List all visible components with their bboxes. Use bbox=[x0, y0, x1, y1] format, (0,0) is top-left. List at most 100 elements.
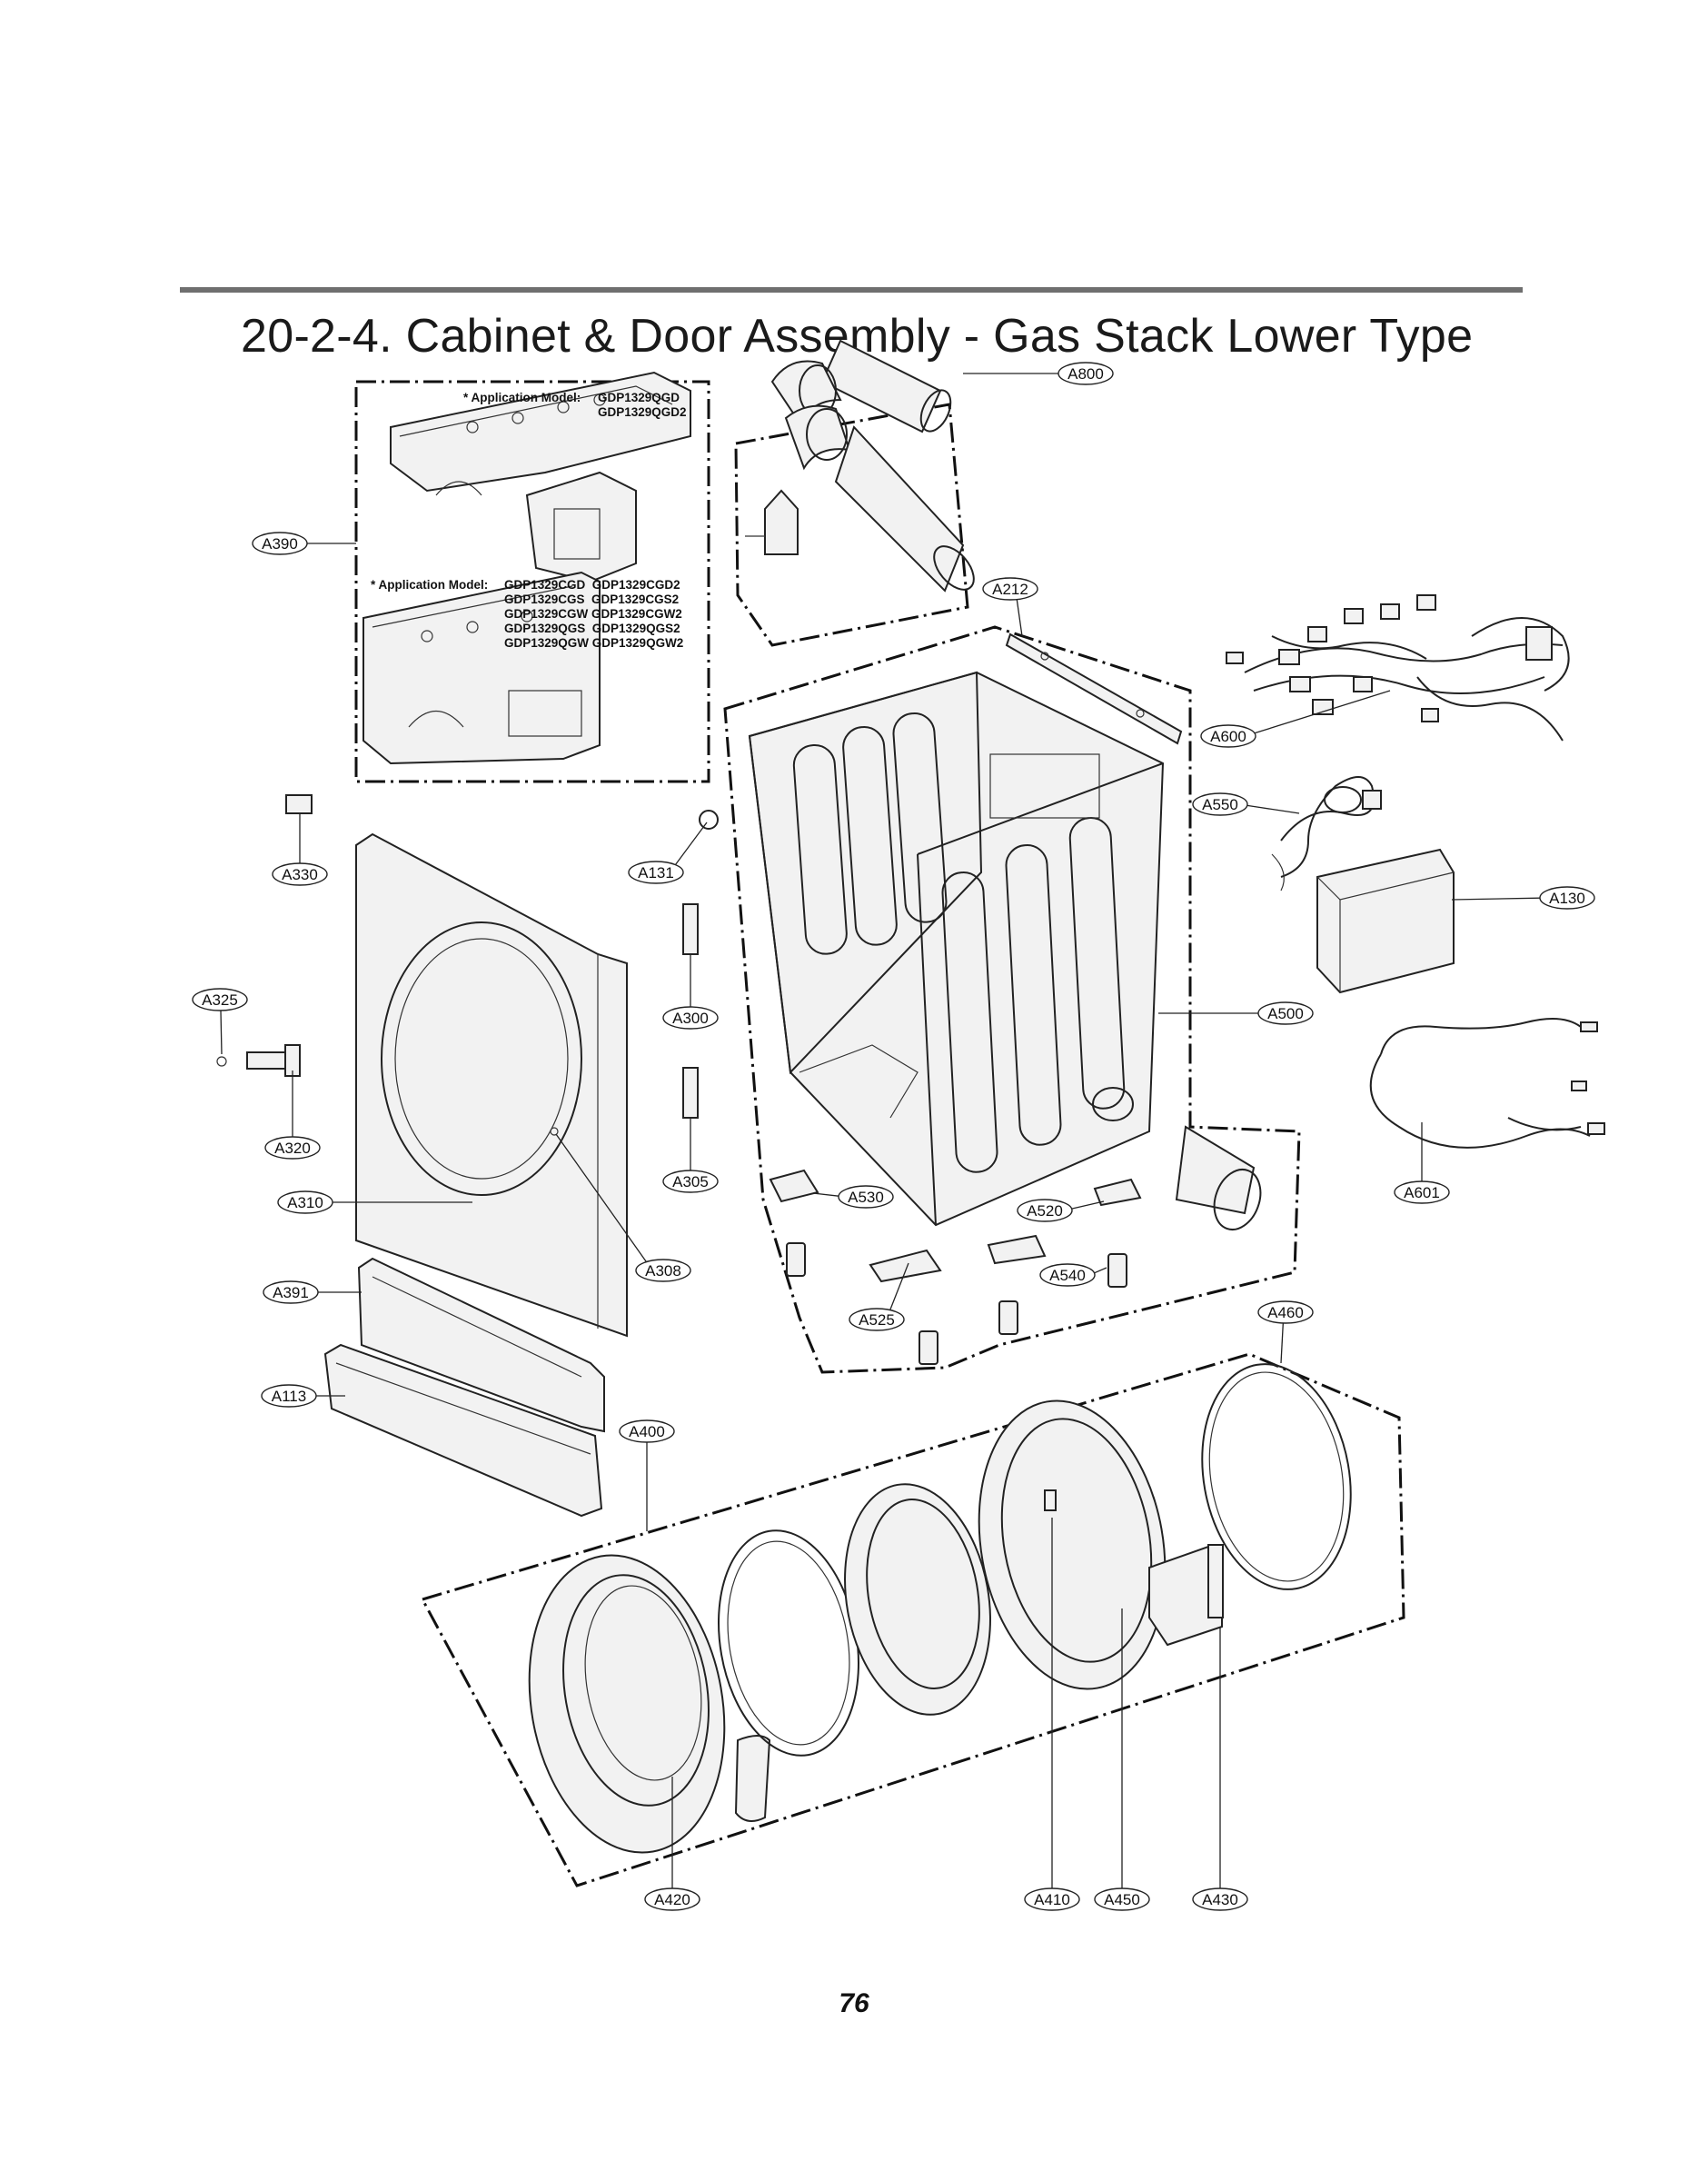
callout-bubble bbox=[261, 1384, 317, 1408]
callout-bubble bbox=[252, 532, 308, 555]
callout-leader-line bbox=[1246, 804, 1300, 814]
callout-label: A113 bbox=[272, 1388, 306, 1405]
callout-leader-line bbox=[1094, 1267, 1107, 1274]
callout-label: A325 bbox=[202, 991, 238, 1009]
callout-leader-line bbox=[889, 1262, 909, 1310]
callout-a500: A500 bbox=[1158, 1001, 1314, 1025]
callout-a131: A131 bbox=[628, 822, 708, 884]
callout-bubble bbox=[644, 1887, 700, 1911]
callout-label: A525 bbox=[859, 1311, 895, 1329]
rear-cover-box bbox=[1316, 848, 1455, 994]
callout-bubble bbox=[1257, 1300, 1314, 1324]
callout-a550: A550 bbox=[1192, 792, 1300, 816]
callout-label: A550 bbox=[1202, 796, 1238, 813]
door-inner-frame bbox=[844, 1483, 991, 1716]
model-note-2-row: GDP1329CGS GDP1329CGS2 bbox=[504, 593, 679, 606]
callout-leader-line bbox=[674, 822, 708, 865]
callout-bubble bbox=[1039, 1263, 1096, 1287]
door-hinge-lower bbox=[682, 1067, 699, 1119]
callout-label: A530 bbox=[848, 1189, 884, 1206]
door-outer-ring bbox=[528, 1554, 726, 1854]
model-note-1-label: * Application Model: bbox=[463, 391, 581, 404]
power-cord bbox=[1271, 776, 1382, 891]
callout-a330: A330 bbox=[272, 813, 328, 886]
callout-a130: A130 bbox=[1451, 886, 1595, 910]
callout-bubble bbox=[838, 1185, 894, 1209]
callout-bubble bbox=[1394, 1180, 1450, 1204]
callout-leader-line bbox=[1451, 897, 1541, 901]
door-latch-switch bbox=[285, 794, 313, 814]
callout-bubble bbox=[635, 1259, 691, 1282]
callout-bubble bbox=[1539, 886, 1595, 910]
callout-leader-line bbox=[555, 1133, 647, 1262]
front-panel bbox=[355, 832, 628, 1338]
callout-label: A308 bbox=[645, 1262, 681, 1280]
callout-label: A410 bbox=[1034, 1891, 1070, 1908]
callout-label: A500 bbox=[1267, 1005, 1304, 1022]
callout-label: A212 bbox=[992, 581, 1028, 598]
callout-bubble bbox=[277, 1190, 333, 1214]
callout-a600: A600 bbox=[1200, 690, 1391, 748]
callout-a400: A400 bbox=[619, 1419, 675, 1531]
callout-label: A305 bbox=[672, 1173, 709, 1190]
door-bearing bbox=[699, 810, 719, 830]
main-wire-harness bbox=[1226, 594, 1570, 742]
callout-a391: A391 bbox=[263, 1280, 362, 1304]
group-boundary-a400 bbox=[420, 1352, 1405, 1887]
group-boundary-a500 bbox=[723, 625, 1301, 1374]
exhaust-outlet-duct bbox=[1175, 1125, 1262, 1230]
callout-bubble bbox=[982, 577, 1038, 601]
model-note-2-row: GDP1329QGW GDP1329QGW2 bbox=[504, 636, 683, 650]
callout-label: A131 bbox=[638, 864, 674, 881]
model-note-1-line2: GDP1329QGD2 bbox=[598, 405, 687, 419]
callout-bubble bbox=[1257, 1001, 1314, 1025]
top-rail-strip bbox=[1005, 632, 1183, 745]
door-liner bbox=[978, 1399, 1167, 1690]
callout-bubble bbox=[662, 1170, 719, 1193]
group-boundary-a390 bbox=[354, 380, 710, 783]
model-note-1-line1: GDP1329QGD bbox=[598, 391, 680, 404]
callout-a113: A113 bbox=[261, 1384, 345, 1408]
cabinet-body bbox=[748, 671, 1165, 1227]
callout-leader-line bbox=[1280, 1322, 1284, 1364]
callout-a430: A430 bbox=[1192, 1627, 1248, 1911]
callout-label: A540 bbox=[1049, 1267, 1086, 1284]
model-note-2-label: * Application Model: bbox=[371, 578, 488, 592]
leg-brackets bbox=[769, 1169, 1142, 1283]
callout-label: A130 bbox=[1549, 890, 1585, 907]
callout-bubble bbox=[1017, 1199, 1073, 1222]
callout-a420: A420 bbox=[644, 1777, 700, 1911]
callout-bubble bbox=[264, 1136, 321, 1160]
callout-a410: A410 bbox=[1024, 1518, 1080, 1911]
callout-a300: A300 bbox=[662, 954, 719, 1030]
callout-a460: A460 bbox=[1257, 1300, 1314, 1364]
callout-label: A430 bbox=[1202, 1891, 1238, 1908]
callout-label: A450 bbox=[1104, 1891, 1140, 1908]
callout-a525: A525 bbox=[849, 1262, 909, 1331]
callout-a800: A800 bbox=[963, 362, 1114, 385]
door-gasket bbox=[1201, 1363, 1352, 1590]
callout-label: A300 bbox=[672, 1010, 709, 1027]
sub-wire-harness bbox=[1369, 1018, 1605, 1149]
callout-bubble bbox=[662, 1006, 719, 1030]
model-note-2-row: GDP1329CGW GDP1329CGW2 bbox=[504, 607, 682, 621]
callout-bubble bbox=[1024, 1887, 1080, 1911]
callout-bubble bbox=[1192, 792, 1248, 816]
callout-a520: A520 bbox=[1017, 1199, 1105, 1222]
callout-leader-line bbox=[812, 1192, 839, 1197]
callout-bubble bbox=[628, 861, 684, 884]
callout-bubble bbox=[1058, 362, 1114, 385]
callout-bubble bbox=[192, 988, 248, 1011]
callout-label: A601 bbox=[1404, 1184, 1440, 1201]
callout-a305: A305 bbox=[662, 1118, 719, 1193]
door-hinge-plate bbox=[1148, 1544, 1224, 1647]
exhaust-duct-assembly bbox=[745, 339, 975, 593]
callout-label: A320 bbox=[274, 1140, 311, 1157]
callout-a212: A212 bbox=[982, 577, 1038, 637]
callout-a540: A540 bbox=[1039, 1263, 1107, 1287]
callout-label: A391 bbox=[273, 1284, 309, 1301]
control-bracket-lower bbox=[362, 571, 601, 765]
callout-bubble bbox=[263, 1280, 319, 1304]
